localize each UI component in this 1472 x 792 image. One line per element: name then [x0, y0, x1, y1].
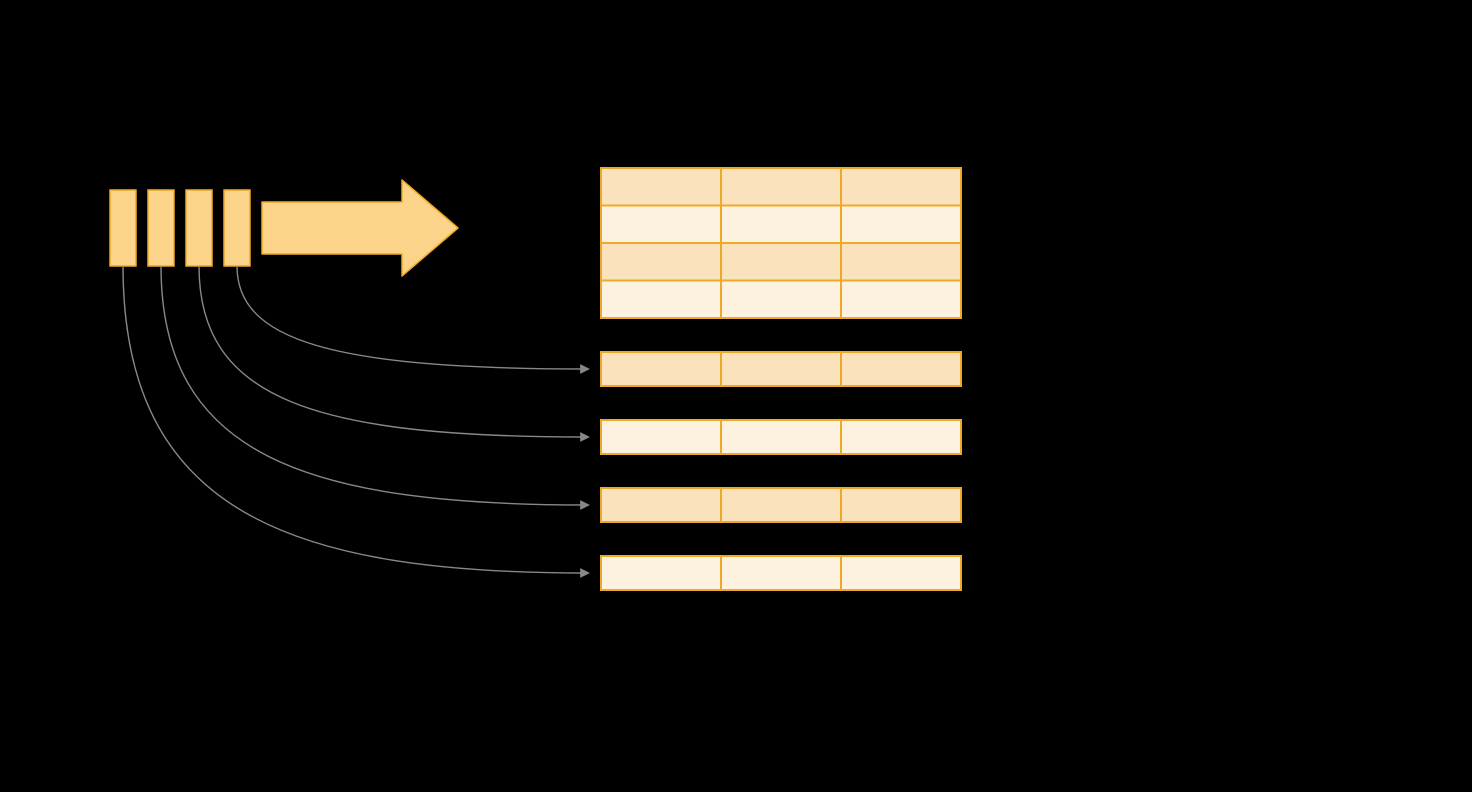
row-table-1-cell-1 [600, 351, 722, 387]
row-table-2-cell-3 [840, 419, 962, 455]
main-table-cell-r3c2 [720, 242, 842, 282]
connectors [122, 265, 590, 578]
row-table-1-cell-3 [840, 351, 962, 387]
row-table-4-cell-1 [600, 555, 722, 591]
main-table-cell-r4c2 [720, 279, 842, 319]
row-table-2 [600, 419, 962, 455]
connector-bar2-to-row-table-3 [160, 265, 590, 510]
row-table-4-cell-2 [720, 555, 842, 591]
row-table-3 [600, 487, 962, 523]
main-table-cell-r2c2 [720, 204, 842, 244]
stack-bar-3 [185, 189, 213, 267]
row-table-2-cell-1 [600, 419, 722, 455]
main-table-cell-r4c3 [840, 279, 962, 319]
source-stack [109, 189, 251, 267]
row-table-1-cell-2 [720, 351, 842, 387]
connector-bar1-to-row-table-4 [122, 265, 590, 578]
main-table-cell-r3c1 [600, 242, 722, 282]
main-table [600, 167, 962, 319]
main-table-cell-r4c1 [600, 279, 722, 319]
stack-bar-1 [109, 189, 137, 267]
connector-bar4-to-row-table-1 [236, 265, 590, 374]
main-table-cell-r1c1 [600, 167, 722, 207]
row-table-3-cell-2 [720, 487, 842, 523]
main-table-cell-r3c3 [840, 242, 962, 282]
flow-arrow-icon [261, 179, 459, 277]
row-table-4 [600, 555, 962, 591]
main-table-cell-r1c3 [840, 167, 962, 207]
row-table-2-cell-2 [720, 419, 842, 455]
row-table-4-cell-3 [840, 555, 962, 591]
stack-bar-2 [147, 189, 175, 267]
stack-bar-4 [223, 189, 251, 267]
main-table-cell-r1c2 [720, 167, 842, 207]
row-table-1 [600, 351, 962, 387]
connector-bar3-to-row-table-2 [198, 265, 590, 442]
main-table-cell-r2c3 [840, 204, 962, 244]
row-table-3-cell-1 [600, 487, 722, 523]
main-table-cell-r2c1 [600, 204, 722, 244]
row-table-3-cell-3 [840, 487, 962, 523]
